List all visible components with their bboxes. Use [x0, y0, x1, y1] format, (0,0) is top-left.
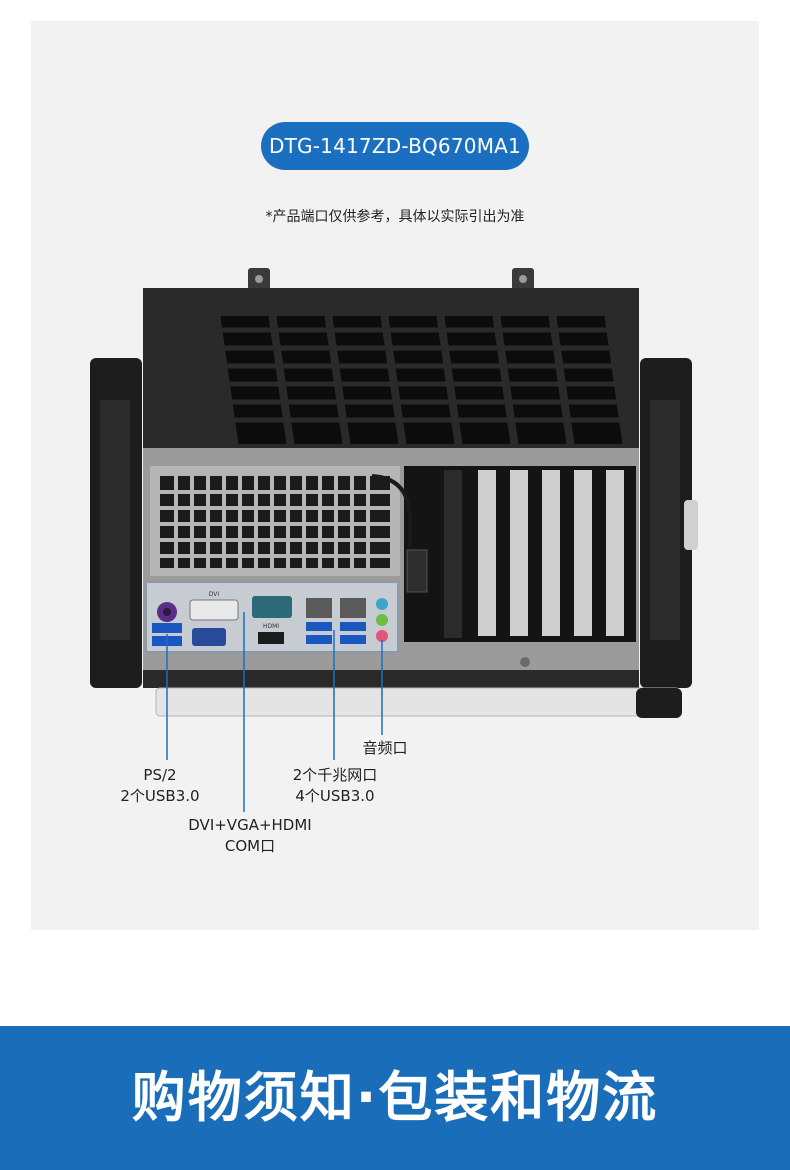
- usb4-label: 4个USB3.0: [295, 787, 375, 805]
- com-label: COM口: [224, 837, 276, 855]
- model-badge: DTG-1417ZD-BQ670MA1: [261, 122, 529, 170]
- ps2-label: PS/2: [143, 766, 177, 784]
- audio-label: 音频口: [362, 739, 408, 757]
- info-banner: 购物须知·包装和物流: [0, 1026, 790, 1170]
- ps2-usb-label: PS/2 2个USB3.0: [110, 765, 210, 807]
- lan-usb-label: 2个千兆网口 4个USB3.0: [275, 765, 395, 807]
- banner-title: 购物须知·包装和物流: [131, 1066, 659, 1129]
- video-label: DVI+VGA+HDMI: [188, 816, 312, 834]
- disclaimer-note: *产品端口仅供参考，具体以实际引出为准: [265, 209, 525, 225]
- lan-label: 2个千兆网口: [292, 766, 378, 784]
- video-com-label: DVI+VGA+HDMI COM口: [170, 815, 330, 857]
- usb2-label: 2个USB3.0: [120, 787, 200, 805]
